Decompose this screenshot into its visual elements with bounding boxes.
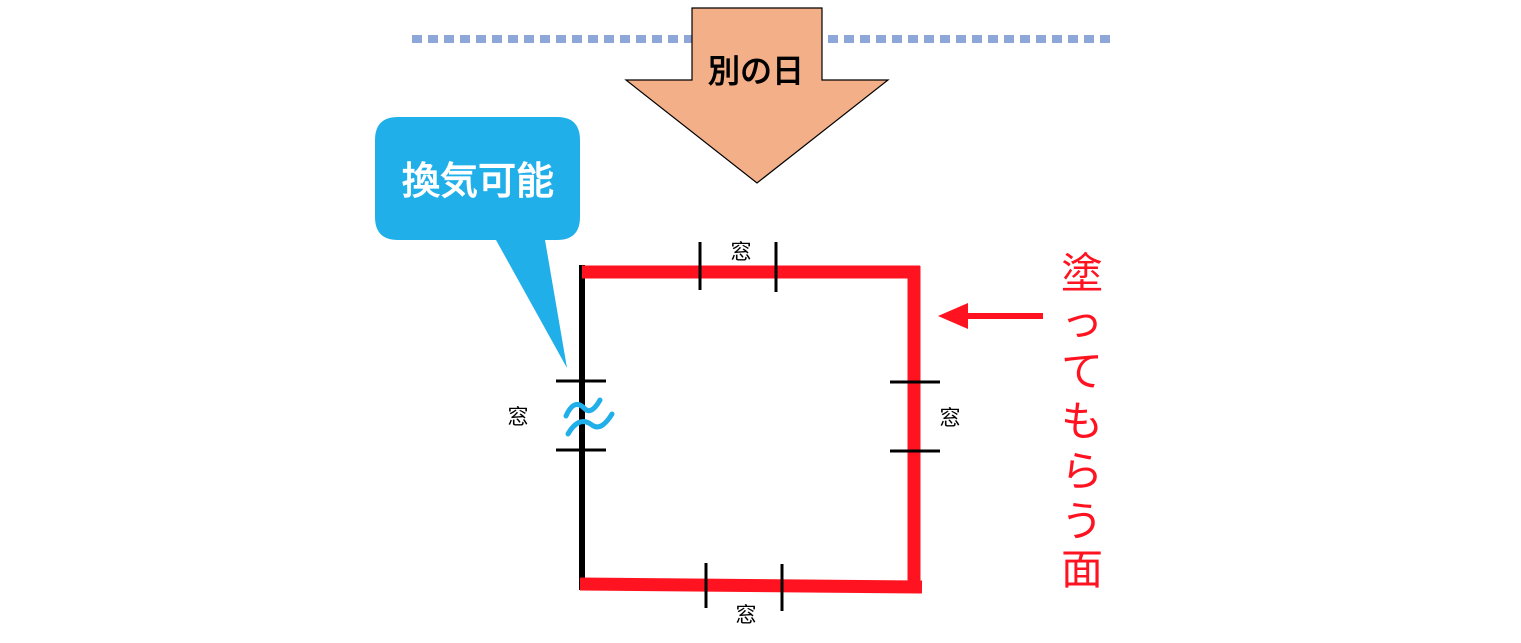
painted-label-char-3: て [1061,347,1103,396]
window-right: 窓 [890,380,961,453]
window-left: 窓 [508,379,615,452]
bottom-wall-painted [579,577,923,594]
painted-surface-label: 塗 っ て も ら う 面 [1061,249,1103,594]
room [579,265,923,594]
next-day-arrow-shape [624,7,890,184]
painted-label-char-5: ら [1061,447,1103,496]
pointer-arrow-head [938,303,968,329]
window-right-label: 窓 [940,406,961,430]
callout-bubble [375,117,580,368]
callout-text: 換気可能 [402,159,554,203]
window-top-label: 窓 [731,240,752,264]
painted-label-char-7: 面 [1061,545,1103,594]
painted-label-char-2: っ [1061,297,1103,346]
left-arrow-icon [938,303,1043,329]
ventilation-callout: 換気可能 [375,117,580,368]
next-day-label: 別の日 [708,52,804,90]
wind-icon [563,397,615,437]
painted-label-char-6: う [1061,497,1103,546]
painted-label-char-1: 塗 [1061,249,1103,298]
window-top: 窓 [698,240,778,292]
window-left-label: 窓 [508,405,529,429]
window-bottom-label: 窓 [736,603,757,627]
window-bottom: 窓 [704,563,784,627]
painted-label-char-4: も [1061,397,1103,446]
next-day-arrow: 別の日 [624,7,890,184]
